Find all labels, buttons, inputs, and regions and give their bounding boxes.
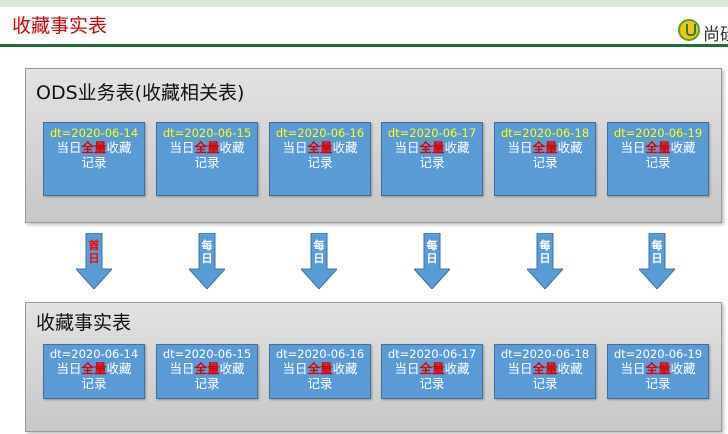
fact-partition-box: dt=2020-06-18 当日全量收藏 记录 — [494, 344, 596, 399]
down-arrow-icon: 每日 — [414, 233, 450, 289]
partition-desc: 当日全量收藏 — [56, 140, 132, 155]
partition-desc: 当日全量收藏 — [394, 140, 470, 155]
partition-desc-tail: 记录 — [645, 376, 671, 391]
partition-desc-tail: 记录 — [194, 376, 220, 391]
ods-partition-box: dt=2020-06-19 当日全量收藏 记录 — [607, 122, 709, 196]
page-title: 收藏事实表 — [12, 15, 108, 37]
partition-date: dt=2020-06-18 — [500, 347, 590, 361]
partition-desc-tail: 记录 — [532, 376, 558, 391]
partition-desc: 当日全量收藏 — [394, 361, 470, 376]
partition-desc: 当日全量收藏 — [169, 361, 245, 376]
ods-partition-box: dt=2020-06-15 当日全量收藏 记录 — [156, 122, 258, 196]
partition-date: dt=2020-06-14 — [49, 347, 139, 361]
down-arrow-icon: 每日 — [639, 233, 675, 289]
partition-desc-tail: 记录 — [81, 376, 107, 391]
partition-date: dt=2020-06-14 — [49, 126, 139, 140]
arrow-label: 每日 — [313, 239, 325, 265]
fact-partition-box: dt=2020-06-16 当日全量收藏 记录 — [269, 344, 371, 399]
partition-date: dt=2020-06-16 — [275, 126, 365, 140]
partition-date: dt=2020-06-19 — [613, 347, 703, 361]
ods-panel: ODS业务表(收藏相关表) dt=2020-06-14 当日全量收藏 记录 dt… — [25, 68, 722, 223]
arrow-label: 每日 — [201, 239, 213, 265]
partition-desc-tail: 记录 — [419, 155, 445, 170]
partition-desc: 当日全量收藏 — [620, 140, 696, 155]
arrow-label: 每日 — [426, 239, 438, 265]
partition-date: dt=2020-06-18 — [500, 126, 590, 140]
fact-panel-title: 收藏事实表 — [36, 312, 132, 334]
partition-desc: 当日全量收藏 — [507, 361, 583, 376]
partition-desc-tail: 记录 — [81, 155, 107, 170]
arrow-label: 每日 — [651, 239, 663, 265]
fact-partition-box: dt=2020-06-17 当日全量收藏 记录 — [381, 344, 483, 399]
ods-partition-box: dt=2020-06-17 当日全量收藏 记录 — [381, 122, 483, 196]
arrow-label: 每日 — [539, 239, 551, 265]
down-arrow-icon: 每日 — [301, 233, 337, 289]
partition-desc: 当日全量收藏 — [56, 361, 132, 376]
fact-partition-box: dt=2020-06-19 当日全量收藏 记录 — [607, 344, 709, 399]
down-arrow-icon: 每日 — [189, 233, 225, 289]
ods-partition-box: dt=2020-06-18 当日全量收藏 记录 — [494, 122, 596, 196]
fact-partition-box: dt=2020-06-15 当日全量收藏 记录 — [156, 344, 258, 399]
partition-desc: 当日全量收藏 — [169, 140, 245, 155]
partition-desc-tail: 记录 — [307, 376, 333, 391]
logo-icon — [678, 19, 700, 41]
partition-desc: 当日全量收藏 — [620, 361, 696, 376]
down-arrow-icon: 首日 — [76, 233, 112, 289]
brand-logo: 尚硅谷 — [678, 19, 728, 45]
partition-date: dt=2020-06-17 — [387, 347, 477, 361]
partition-desc-tail: 记录 — [307, 155, 333, 170]
ods-panel-title: ODS业务表(收藏相关表) — [36, 82, 245, 104]
partition-desc-tail: 记录 — [419, 376, 445, 391]
slide-header: 收藏事实表 尚硅谷 — [0, 7, 728, 45]
arrow-label: 首日 — [88, 239, 100, 265]
top-accent-strip — [0, 0, 728, 7]
partition-desc-tail: 记录 — [194, 155, 220, 170]
partition-desc-tail: 记录 — [645, 155, 671, 170]
partition-date: dt=2020-06-15 — [162, 126, 252, 140]
partition-desc: 当日全量收藏 — [282, 361, 358, 376]
down-arrow-icon: 每日 — [527, 233, 563, 289]
partition-date: dt=2020-06-16 — [275, 347, 365, 361]
partition-desc: 当日全量收藏 — [282, 140, 358, 155]
header-divider — [0, 44, 728, 47]
partition-desc: 当日全量收藏 — [507, 140, 583, 155]
partition-desc-tail: 记录 — [532, 155, 558, 170]
fact-table-panel: 收藏事实表 dt=2020-06-14 当日全量收藏 记录 dt=2020-06… — [25, 302, 722, 432]
logo-text: 尚硅谷 — [703, 25, 728, 45]
fact-partition-box: dt=2020-06-14 当日全量收藏 记录 — [43, 344, 145, 399]
partition-date: dt=2020-06-15 — [162, 347, 252, 361]
ods-partition-box: dt=2020-06-14 当日全量收藏 记录 — [43, 122, 145, 196]
ods-partition-box: dt=2020-06-16 当日全量收藏 记录 — [269, 122, 371, 196]
partition-date: dt=2020-06-17 — [387, 126, 477, 140]
partition-date: dt=2020-06-19 — [613, 126, 703, 140]
